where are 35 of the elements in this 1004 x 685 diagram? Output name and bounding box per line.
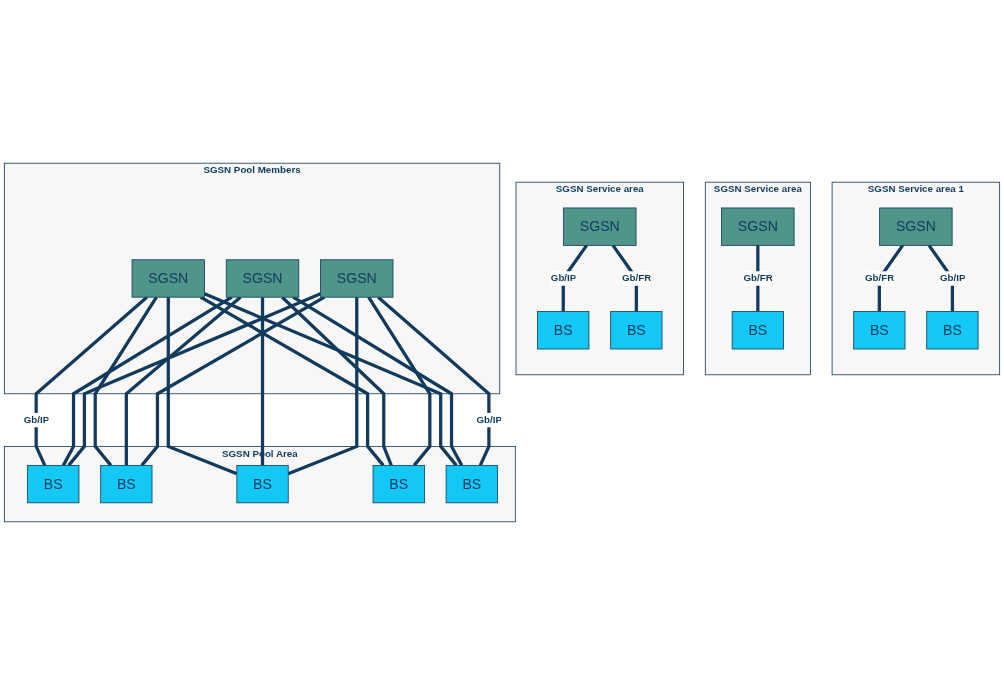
edge-label: Gb/FR (621, 272, 652, 284)
node-box: BS (731, 311, 784, 350)
connector (292, 295, 464, 467)
connector (287, 297, 359, 476)
node-box: SGSN (131, 259, 205, 298)
edge-label: Gb/IP (939, 272, 966, 284)
edge-label: Gb/FR (743, 272, 773, 284)
node-box: SGSN (225, 259, 300, 298)
node-box: BS (372, 464, 425, 504)
connector (260, 297, 265, 466)
edge-label: Gb/FR (864, 272, 895, 284)
node-box: BS (537, 311, 590, 350)
connector (367, 296, 432, 467)
connector (93, 296, 158, 467)
node-box: BS (236, 464, 289, 504)
connector (140, 295, 326, 467)
node-box: SGSN (320, 259, 394, 298)
connector (203, 292, 458, 467)
node-box: SGSN (563, 207, 637, 246)
node-box: SGSN (879, 207, 953, 246)
connector (61, 295, 233, 467)
connector (281, 296, 393, 466)
edge-label: Gb/IP (550, 272, 577, 284)
node-box: SGSN (721, 207, 795, 246)
node-box: BS (926, 311, 979, 350)
edge-label: Gb/IP (476, 414, 502, 426)
node-box: BS (610, 311, 663, 350)
node-box: BS (27, 464, 80, 504)
node-box: BS (100, 464, 153, 504)
connector (67, 292, 322, 467)
connector (166, 297, 238, 476)
edge-label: Gb/IP (23, 414, 50, 426)
node-box: BS (445, 464, 498, 504)
node-box: BS (853, 311, 906, 350)
connector (199, 295, 385, 467)
